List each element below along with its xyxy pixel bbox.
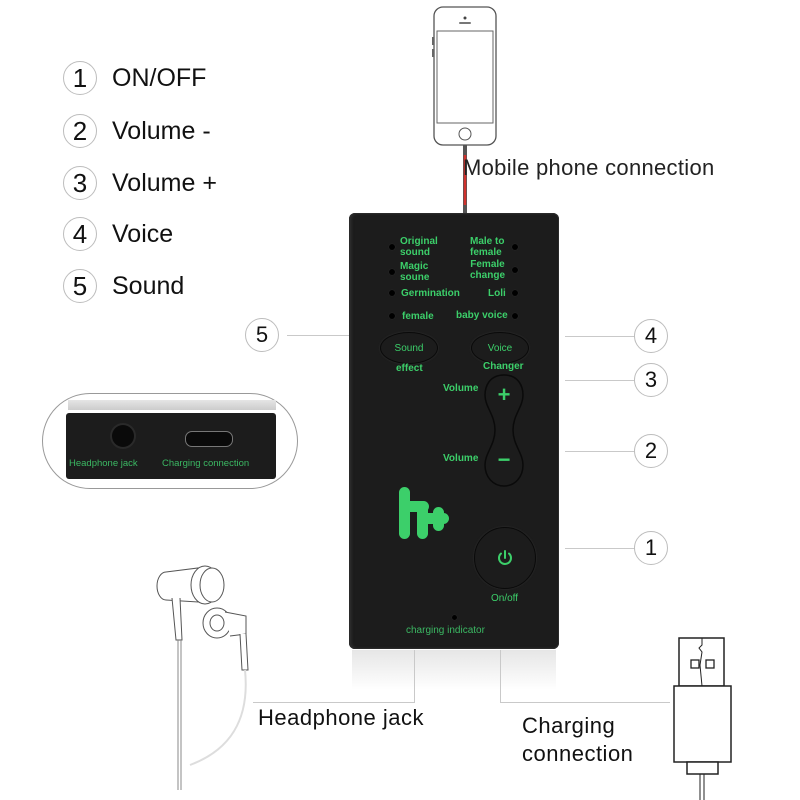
mode-loli: Loli (488, 288, 506, 299)
callout-line-3 (565, 380, 635, 381)
voice-changer-sublabel: Changer (483, 361, 524, 372)
mode-led (389, 244, 395, 250)
mode-female: female (402, 311, 434, 322)
charging-leader-v (500, 650, 501, 703)
mode-germination: Germination (401, 288, 460, 299)
brand-logo-icon (399, 487, 449, 539)
legend-item-volume-up: 3 Volume + (63, 163, 217, 203)
sound-effect-button[interactable]: Sound (380, 332, 438, 364)
voice-changer-device: Original sound Magic soune Germination f… (349, 213, 559, 649)
charging-leader-h (500, 702, 670, 703)
callout-5: 5 (245, 318, 279, 352)
mode-led (512, 267, 518, 273)
legend-number: 3 (63, 166, 97, 200)
mode-original-sound: Original sound (400, 236, 438, 258)
phone-connection-label: Mobile phone connection (463, 155, 715, 180)
volume-up-button[interactable]: + (497, 382, 511, 407)
charging-label-line1: Charging (522, 713, 616, 738)
legend-item-voice: 4 Voice (63, 214, 173, 254)
mode-baby-voice: baby voice (456, 310, 508, 321)
usb-plug-icon (673, 637, 732, 800)
mode-led (389, 313, 395, 319)
mode-led (389, 290, 395, 296)
device-reflection (352, 650, 556, 690)
mode-led (512, 290, 518, 296)
mode-led (389, 269, 395, 275)
legend-number: 5 (63, 269, 97, 303)
voice-button-label: Voice (487, 342, 513, 354)
side-charging-connection-label: Charging connection (162, 458, 250, 469)
side-panel: Headphone jack Charging connection (66, 413, 276, 479)
side-top-edge (68, 400, 276, 410)
smartphone-icon (432, 6, 497, 213)
side-view-inset: Headphone jack Charging connection (42, 393, 298, 489)
legend-label: Voice (112, 219, 174, 248)
callout-1: 1 (634, 531, 668, 565)
side-headphone-jack-label: Headphone jack (69, 458, 138, 469)
sound-button-label: Sound (394, 342, 424, 354)
legend-label: ON/OFF (112, 63, 207, 92)
volume-up-label: Volume (443, 383, 479, 394)
bottom-headphone-jack-label: Headphone jack (258, 705, 425, 730)
headphone-leader-h (253, 702, 415, 703)
mode-led (512, 244, 518, 250)
headphone-leader-v (414, 650, 415, 703)
legend-number: 4 (63, 217, 97, 251)
callout-3: 3 (634, 363, 668, 397)
mode-magic-sound: Magic soune (400, 261, 430, 283)
charging-label-line2: connection (522, 741, 634, 766)
callout-4: 4 (634, 319, 668, 353)
voice-changer-button[interactable]: Voice (471, 332, 529, 364)
power-icon (498, 550, 512, 565)
legend-number: 1 (63, 61, 97, 95)
sound-effect-sublabel: effect (396, 363, 423, 374)
mode-led (512, 313, 518, 319)
legend-item-sound: 5 Sound (63, 266, 184, 306)
callout-line-4 (565, 336, 635, 337)
volume-down-button[interactable]: − (497, 447, 511, 472)
callout-line-1 (565, 548, 635, 549)
callout-line-2 (565, 451, 635, 452)
volume-rocker (484, 374, 524, 487)
headphone-jack-port (112, 425, 134, 447)
usb-port (185, 431, 233, 447)
charging-indicator-label: charging indicator (406, 625, 485, 636)
callout-line-5 (287, 335, 349, 336)
volume-down-label: Volume (443, 453, 479, 464)
power-button[interactable] (474, 527, 536, 589)
charging-indicator-led (452, 615, 457, 620)
power-label: On/off (491, 593, 519, 604)
bottom-charging-label: Charging connection (522, 712, 633, 768)
legend-number: 2 (63, 114, 97, 148)
mode-female-change: Female change (470, 259, 506, 281)
legend-label: Volume - (112, 116, 211, 145)
callout-2: 2 (634, 434, 668, 468)
earphones-icon (156, 565, 249, 790)
legend-item-volume-down: 2 Volume - (63, 111, 211, 151)
legend-item-onoff: 1 ON/OFF (63, 58, 206, 98)
legend-label: Volume + (112, 168, 217, 197)
mode-male-to-female: Male to female (470, 236, 505, 258)
legend-label: Sound (112, 271, 185, 300)
